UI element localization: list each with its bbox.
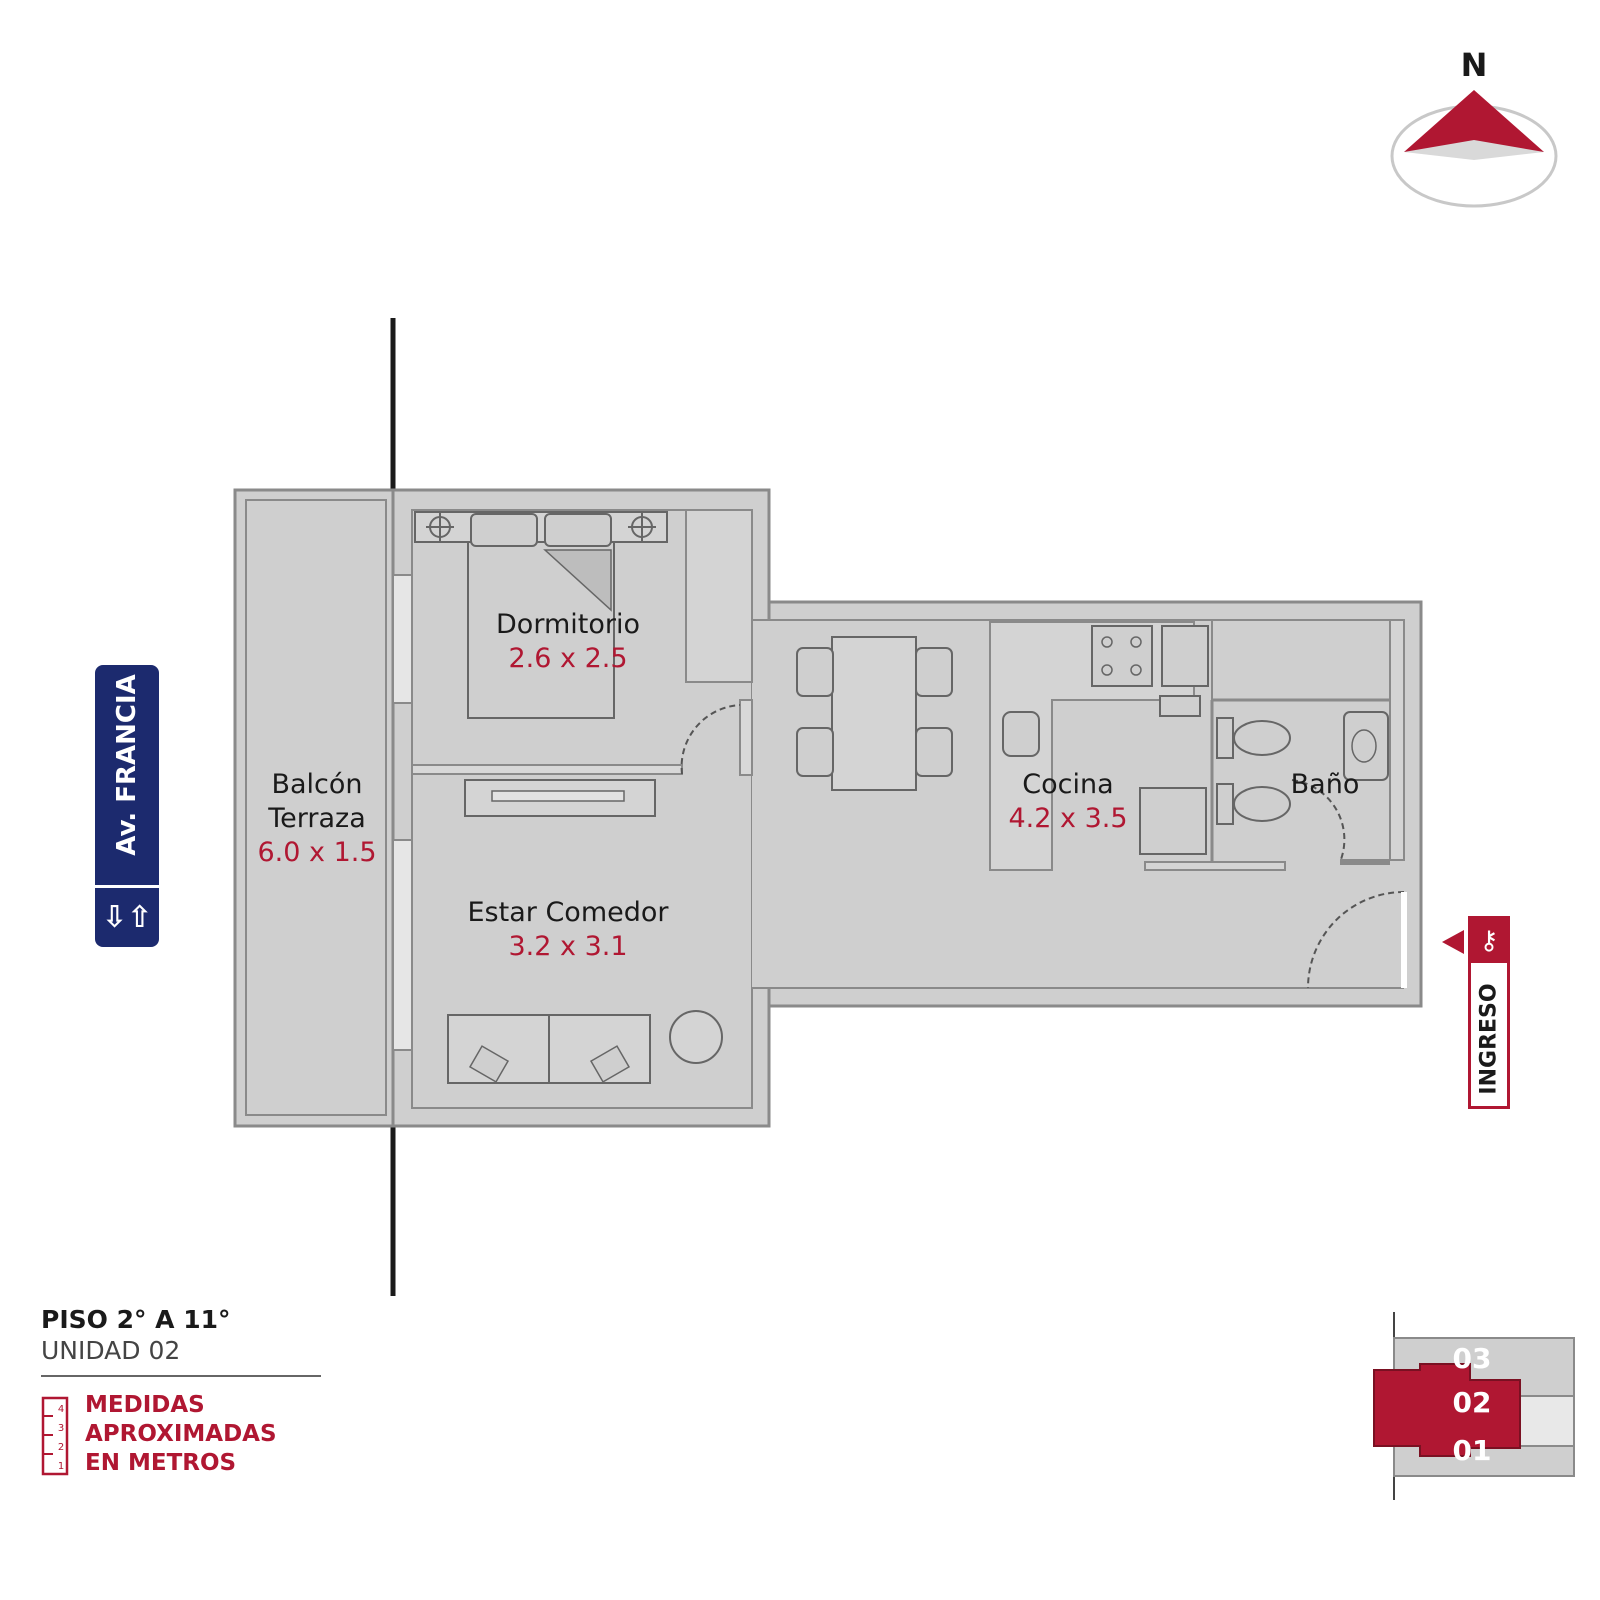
unit-key-current: 02 <box>1452 1386 1492 1419</box>
tv <box>491 790 625 802</box>
measures-line-2: APROXIMADAS <box>85 1421 277 1447</box>
bidet-tank <box>1216 783 1234 825</box>
pillow <box>470 513 538 547</box>
street-sign: Av. FRANCIA ⇩⇧ <box>95 665 159 947</box>
room-name-terraza: Terraza <box>267 803 366 834</box>
chair <box>796 647 834 697</box>
window-living <box>392 839 413 1051</box>
door-swing-dorm <box>680 704 741 775</box>
chair <box>915 727 953 777</box>
wardrobe <box>685 509 753 683</box>
chair <box>915 647 953 697</box>
fridge <box>1139 787 1207 855</box>
ruler-tick-label: 4 <box>58 1404 64 1415</box>
unit-key-upper: 03 <box>1452 1342 1492 1375</box>
window-dorm <box>392 574 413 704</box>
wall-dorm-living <box>411 764 683 775</box>
dining-set <box>796 636 953 791</box>
washbasin-icon <box>1343 711 1389 781</box>
door-swing-bath <box>1291 779 1346 863</box>
measures-line-3: EN METROS <box>85 1450 237 1476</box>
pillow <box>544 513 612 547</box>
room-dims-balcon: 6.0 x 1.5 <box>257 837 376 868</box>
floor-unit: UNIDAD 02 <box>41 1336 181 1365</box>
bathroom-fixtures <box>1210 619 1405 865</box>
door-swing-entry <box>1307 891 1405 989</box>
entrance-arrow-icon <box>1442 930 1464 954</box>
room-dims-cocina: 4.2 x 3.5 <box>1008 803 1127 834</box>
room-name-cocina: Cocina <box>1022 769 1113 800</box>
toilet-tank <box>1216 717 1234 759</box>
unit-key: 03 02 01 <box>1368 1308 1568 1498</box>
unit-key-current-highlight <box>1373 1363 1521 1457</box>
sign-divider <box>95 885 159 888</box>
wall-dorm-stub <box>739 699 753 776</box>
bed-sheet-fold <box>543 549 612 612</box>
plan-body <box>233 488 1423 1128</box>
sink <box>1161 625 1209 687</box>
sofa <box>447 1014 651 1084</box>
room-labels: Dormitorio 2.6 x 2.5 Balcón Terraza 6.0 … <box>257 609 1359 962</box>
balcony-inner <box>245 499 387 1116</box>
compass: N <box>1390 46 1558 208</box>
stool <box>1002 711 1040 757</box>
chair <box>796 727 834 777</box>
kitchen-wall <box>1144 861 1286 871</box>
headboard <box>414 511 668 543</box>
room-dims-estar: 3.2 x 3.1 <box>508 931 627 962</box>
north-arrow-shadow <box>1404 140 1544 160</box>
bidet-icon <box>1233 786 1291 822</box>
room-dims-dormitorio: 2.6 x 2.5 <box>508 643 627 674</box>
dining-table <box>831 636 917 791</box>
measures-line-1: MEDIDAS <box>85 1392 205 1418</box>
north-arrow-icon <box>1404 90 1544 152</box>
room-name-dormitorio: Dormitorio <box>496 609 640 640</box>
two-way-arrows-icon: ⇩⇧ <box>101 900 153 935</box>
room-name-estar: Estar Comedor <box>468 897 670 928</box>
street-name: Av. FRANCIA <box>112 674 142 856</box>
ruler-icon: 4 3 2 1 <box>41 1396 69 1476</box>
microwave <box>1159 695 1201 717</box>
toilet-icon <box>1233 720 1291 756</box>
bath-upper-wall <box>1211 619 1405 701</box>
ruler-tick-label: 1 <box>58 1461 64 1472</box>
unit-key-lower: 01 <box>1452 1434 1492 1467</box>
floor-info: PISO 2° A 11° UNIDAD 02 <box>41 1305 321 1377</box>
room-name-bano: Baño <box>1291 769 1360 800</box>
compass-label: N <box>1461 46 1488 84</box>
entrance-label: INGRESO <box>1476 983 1502 1095</box>
unit-key-graphic <box>1373 1312 1575 1500</box>
ruler-tick-label: 3 <box>58 1423 64 1434</box>
floor-title: PISO 2° A 11° <box>41 1305 231 1334</box>
entrance-tag: ⚷ INGRESO <box>1468 916 1510 1109</box>
side-table <box>669 1010 723 1064</box>
ruler-tick-label: 2 <box>58 1442 64 1453</box>
bed <box>414 511 668 719</box>
cooktop <box>1091 625 1153 687</box>
key-icon: ⚷ <box>1471 919 1507 963</box>
room-name-balcon: Balcón <box>271 769 362 800</box>
floor-divider <box>41 1375 321 1377</box>
